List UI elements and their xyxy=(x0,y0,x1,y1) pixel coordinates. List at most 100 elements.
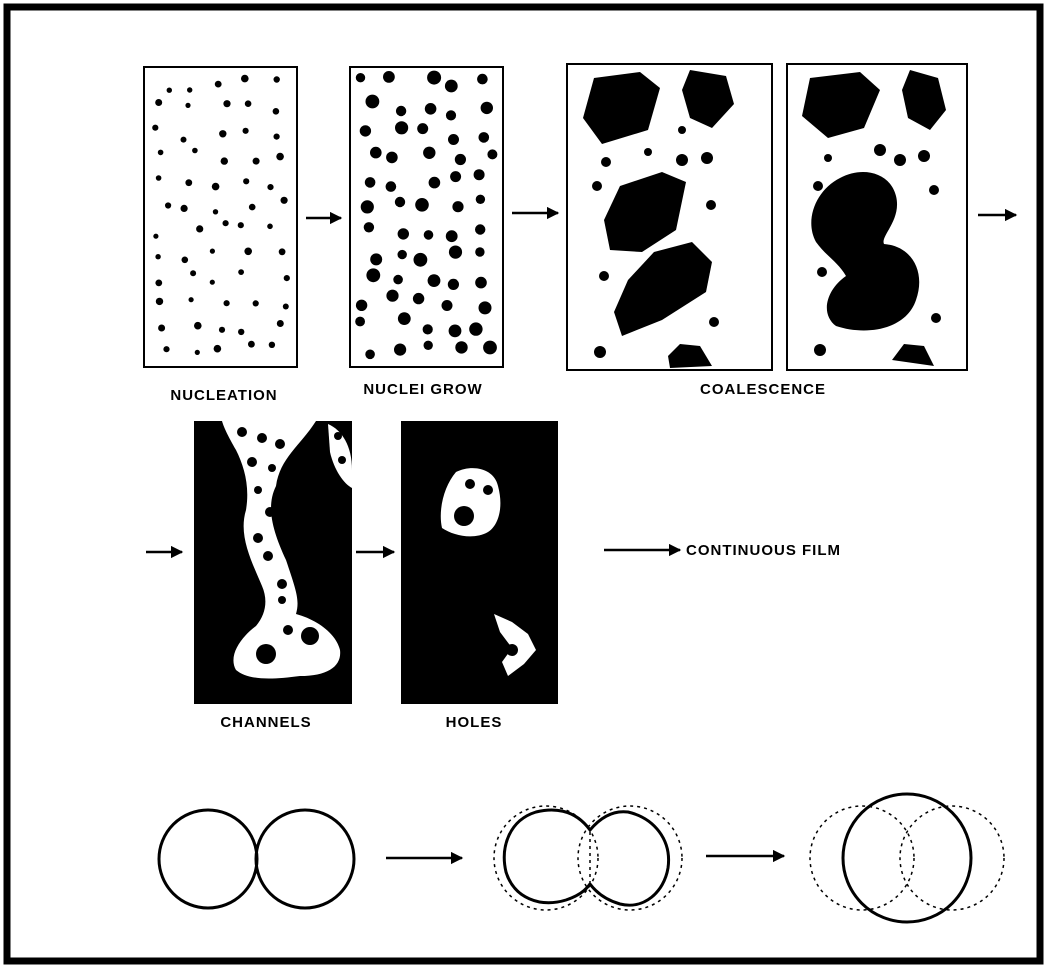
nucleus xyxy=(243,128,249,134)
nucleus xyxy=(446,230,458,242)
nucleus xyxy=(370,253,382,265)
nucleus xyxy=(476,195,485,204)
nucleation-panel xyxy=(144,67,297,367)
nucleus xyxy=(277,320,284,327)
nucleus xyxy=(243,178,249,184)
coalescence-panel-2 xyxy=(787,64,967,370)
label-coalescence: COALESCENCE xyxy=(700,381,826,398)
nucleus xyxy=(475,224,485,234)
nucleus xyxy=(219,130,226,137)
nucleus xyxy=(167,88,172,93)
nucleus xyxy=(223,220,229,226)
nucleus xyxy=(448,279,459,290)
nucleus xyxy=(189,297,194,302)
merged-island-outline xyxy=(810,794,1004,922)
nucleus xyxy=(241,75,249,83)
holes-panel xyxy=(401,421,558,704)
nucleus xyxy=(364,222,374,232)
nucleus xyxy=(479,132,490,143)
nucleus xyxy=(429,177,441,189)
nucleus xyxy=(386,181,397,192)
coalescence-panel-1 xyxy=(567,64,772,370)
nucleus xyxy=(417,123,428,134)
nucleus xyxy=(192,148,198,154)
nucleus xyxy=(215,81,222,88)
nucleus xyxy=(238,269,244,275)
nucleus xyxy=(181,205,188,212)
nucleus xyxy=(383,71,395,83)
nucleus xyxy=(214,345,222,353)
nucleus xyxy=(249,204,256,211)
nucleus xyxy=(477,74,488,85)
nucleus xyxy=(356,73,365,82)
nucleus xyxy=(185,103,190,108)
nucleus xyxy=(450,171,461,182)
nucleus xyxy=(483,341,497,355)
nucleus xyxy=(479,301,492,314)
nucleus xyxy=(424,230,434,240)
nucleus xyxy=(152,125,158,131)
nucleus xyxy=(366,95,380,109)
label-holes: HOLES xyxy=(446,714,503,731)
nucleus xyxy=(158,150,164,156)
nucleus xyxy=(365,350,375,360)
nucleus xyxy=(398,228,409,239)
nucleus xyxy=(455,341,467,353)
nucleus xyxy=(427,71,441,85)
nucleus xyxy=(449,325,462,338)
nucleus xyxy=(424,341,433,350)
nucleus xyxy=(423,147,435,159)
label-nucleation: NUCLEATION xyxy=(170,387,277,404)
nucleus xyxy=(475,277,487,289)
nucleus xyxy=(284,275,290,281)
nucleus xyxy=(245,100,252,107)
nucleus xyxy=(398,312,411,325)
nucleus xyxy=(445,80,458,93)
nucleus xyxy=(446,110,456,120)
nucleus xyxy=(155,280,162,287)
channels-panel xyxy=(194,421,352,704)
nucleus xyxy=(448,134,459,145)
nucleus xyxy=(279,248,286,255)
nucleus xyxy=(196,225,203,232)
nucleus xyxy=(276,153,284,161)
two-touching-islands xyxy=(159,810,354,908)
nucleus xyxy=(481,102,493,114)
nucleus xyxy=(156,175,162,181)
nucleus xyxy=(219,327,225,333)
nucleus xyxy=(195,350,200,355)
nucleus xyxy=(398,250,407,259)
nucleus xyxy=(158,325,165,332)
nucleus xyxy=(413,293,424,304)
nucleus xyxy=(455,154,466,165)
nucleus xyxy=(452,201,463,212)
nucleus xyxy=(360,125,371,136)
nucleus xyxy=(155,254,160,259)
nucleus xyxy=(267,224,273,230)
nucleus xyxy=(210,249,215,254)
nucleus xyxy=(244,248,252,256)
nucleus xyxy=(212,183,220,191)
nucleus xyxy=(185,179,192,186)
nucleus xyxy=(187,87,192,92)
nucleus xyxy=(393,275,403,285)
nucleus xyxy=(156,298,163,305)
nucleus xyxy=(155,99,162,106)
nucleus xyxy=(395,197,405,207)
nucleus xyxy=(395,121,408,134)
nucleus xyxy=(396,106,406,116)
nucleus xyxy=(165,202,171,208)
nucleus xyxy=(210,280,215,285)
nucleus xyxy=(163,346,169,352)
nucleus xyxy=(475,247,484,256)
nucleus xyxy=(182,257,189,264)
nucleus xyxy=(442,300,453,311)
nucleus xyxy=(274,76,280,82)
nucleus xyxy=(356,300,367,311)
nucleus xyxy=(355,317,365,327)
nucleus xyxy=(386,290,398,302)
nucleus xyxy=(190,270,196,276)
nucleus xyxy=(361,200,374,213)
nucleus xyxy=(365,177,376,188)
